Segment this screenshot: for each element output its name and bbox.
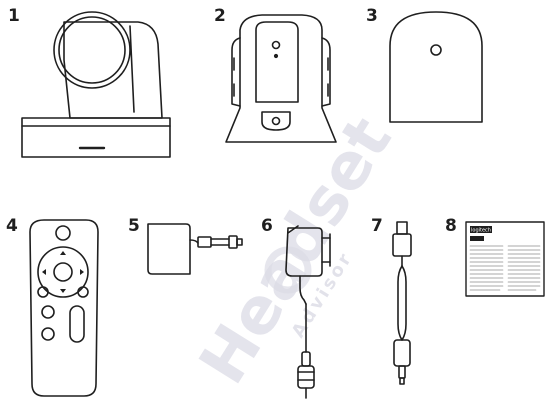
power-plug-adapter-icon <box>285 225 331 399</box>
remote-control-icon <box>29 219 99 397</box>
mount-cover-icon <box>389 11 483 123</box>
documentation-brand: logitech <box>471 228 491 234</box>
usb-cable-icon <box>392 221 412 385</box>
camera-mount-icon <box>225 14 337 143</box>
power-adapter-icon <box>147 223 243 275</box>
item-number-4: 4 <box>6 216 18 236</box>
item-number-7: 7 <box>371 216 383 236</box>
item-number-5: 5 <box>128 216 140 236</box>
item-number-2: 2 <box>214 6 226 26</box>
item-number-6: 6 <box>261 216 273 236</box>
item-number-3: 3 <box>366 6 378 26</box>
ptz-camera-icon <box>21 11 171 158</box>
item-number-8: 8 <box>445 216 457 236</box>
documentation-icon: logitech <box>465 221 545 297</box>
item-number-1: 1 <box>8 6 20 26</box>
